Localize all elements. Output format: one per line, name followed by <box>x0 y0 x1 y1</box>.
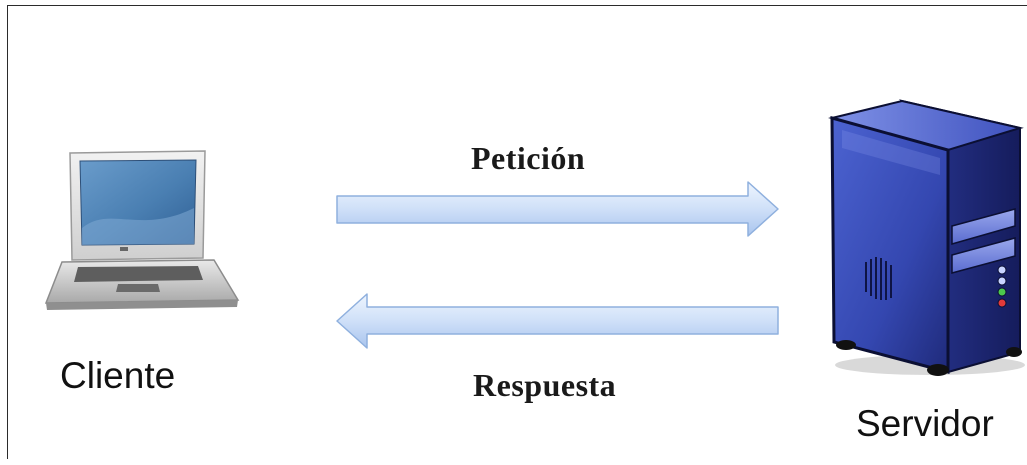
response-arrow <box>336 293 779 349</box>
client-label: Cliente <box>60 355 176 396</box>
request-arrow <box>336 181 779 237</box>
server-label: Servidor <box>856 403 994 444</box>
frame-border-left <box>7 5 8 459</box>
request-label: Petición <box>471 140 586 176</box>
response-label: Respuesta <box>473 367 617 403</box>
laptop-icon <box>44 150 240 310</box>
server-icon <box>828 99 1025 376</box>
frame-border-top <box>7 5 1027 6</box>
